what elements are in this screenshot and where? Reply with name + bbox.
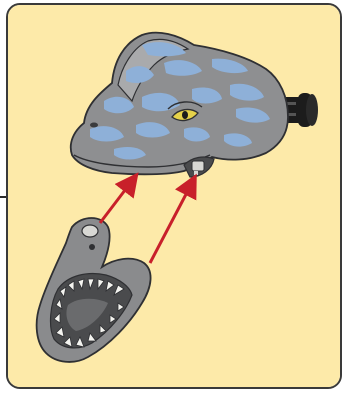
illustration-card [6, 3, 342, 389]
assembly-illustration [8, 5, 340, 387]
